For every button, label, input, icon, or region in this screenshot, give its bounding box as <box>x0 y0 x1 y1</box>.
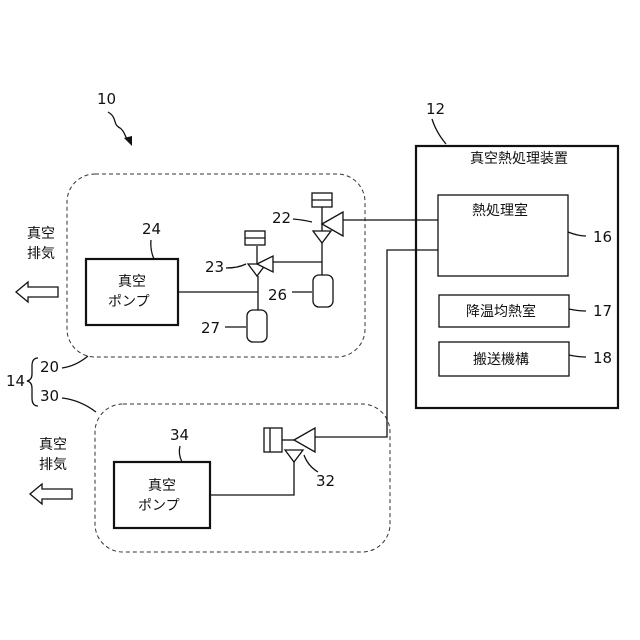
vacuum-pump-2 <box>114 462 210 528</box>
valve-32-side <box>294 428 315 452</box>
pump-2-line1: 真空 <box>148 478 176 494</box>
exhaust-1-line1: 真空 <box>27 226 55 242</box>
pump-1-line1: 真空 <box>118 274 146 290</box>
label-chamber-16: 16 <box>593 228 612 246</box>
pump-1-line2: ポンプ <box>108 294 150 310</box>
heat-chamber-label: 熱処理室 <box>472 202 528 219</box>
valve-22-leader <box>293 219 312 222</box>
label-pump-2: 34 <box>170 426 189 444</box>
exhaust-1-arrow-icon <box>16 282 58 302</box>
label-system: 10 <box>97 90 116 108</box>
label-valve-32: 32 <box>316 472 335 490</box>
second-exhaust-leader <box>62 398 96 412</box>
apparatus-title: 真空熱処理装置 <box>470 151 568 167</box>
pipe-pump2 <box>210 462 294 495</box>
valve-32-actuator <box>264 428 282 452</box>
valve-32-lower <box>285 450 303 462</box>
bracket-14 <box>27 358 38 406</box>
label-apparatus: 12 <box>426 100 445 118</box>
exhaust-2-arrow-icon <box>30 484 72 504</box>
label-valve-23: 23 <box>205 258 224 276</box>
cooling-chamber-label: 降温均熱室 <box>466 303 536 320</box>
transport-label: 搬送機構 <box>473 352 529 368</box>
label-gauge-27: 27 <box>201 319 220 337</box>
apparatus-leader <box>432 119 446 144</box>
exhaust-2-line2: 排気 <box>39 457 67 473</box>
label-second-exhaust: 30 <box>40 387 59 405</box>
valve-23-leader <box>226 264 246 268</box>
label-chamber-17: 17 <box>593 302 612 320</box>
exhaust-1-line2: 排気 <box>27 246 55 262</box>
pump-2-leader <box>179 446 182 462</box>
gauge-26 <box>313 275 333 307</box>
label-gauge-26: 26 <box>268 286 287 304</box>
valve-32-leader <box>304 455 318 472</box>
exhaust-2-line1: 真空 <box>39 437 67 453</box>
pump-2-line2: ポンプ <box>138 498 180 514</box>
label-pump-1: 24 <box>142 220 161 238</box>
system-arrow-head <box>124 136 132 146</box>
pump-1-leader <box>151 240 154 259</box>
label-exhaust-system: 14 <box>6 372 25 390</box>
vacuum-pump-1 <box>86 259 178 325</box>
label-mechanism-18: 18 <box>593 349 612 367</box>
label-valve-22: 22 <box>272 209 291 227</box>
label-first-exhaust: 20 <box>40 358 59 376</box>
gauge-27 <box>247 310 267 342</box>
first-exhaust-leader <box>62 356 88 368</box>
valve-22-lower <box>313 231 331 243</box>
